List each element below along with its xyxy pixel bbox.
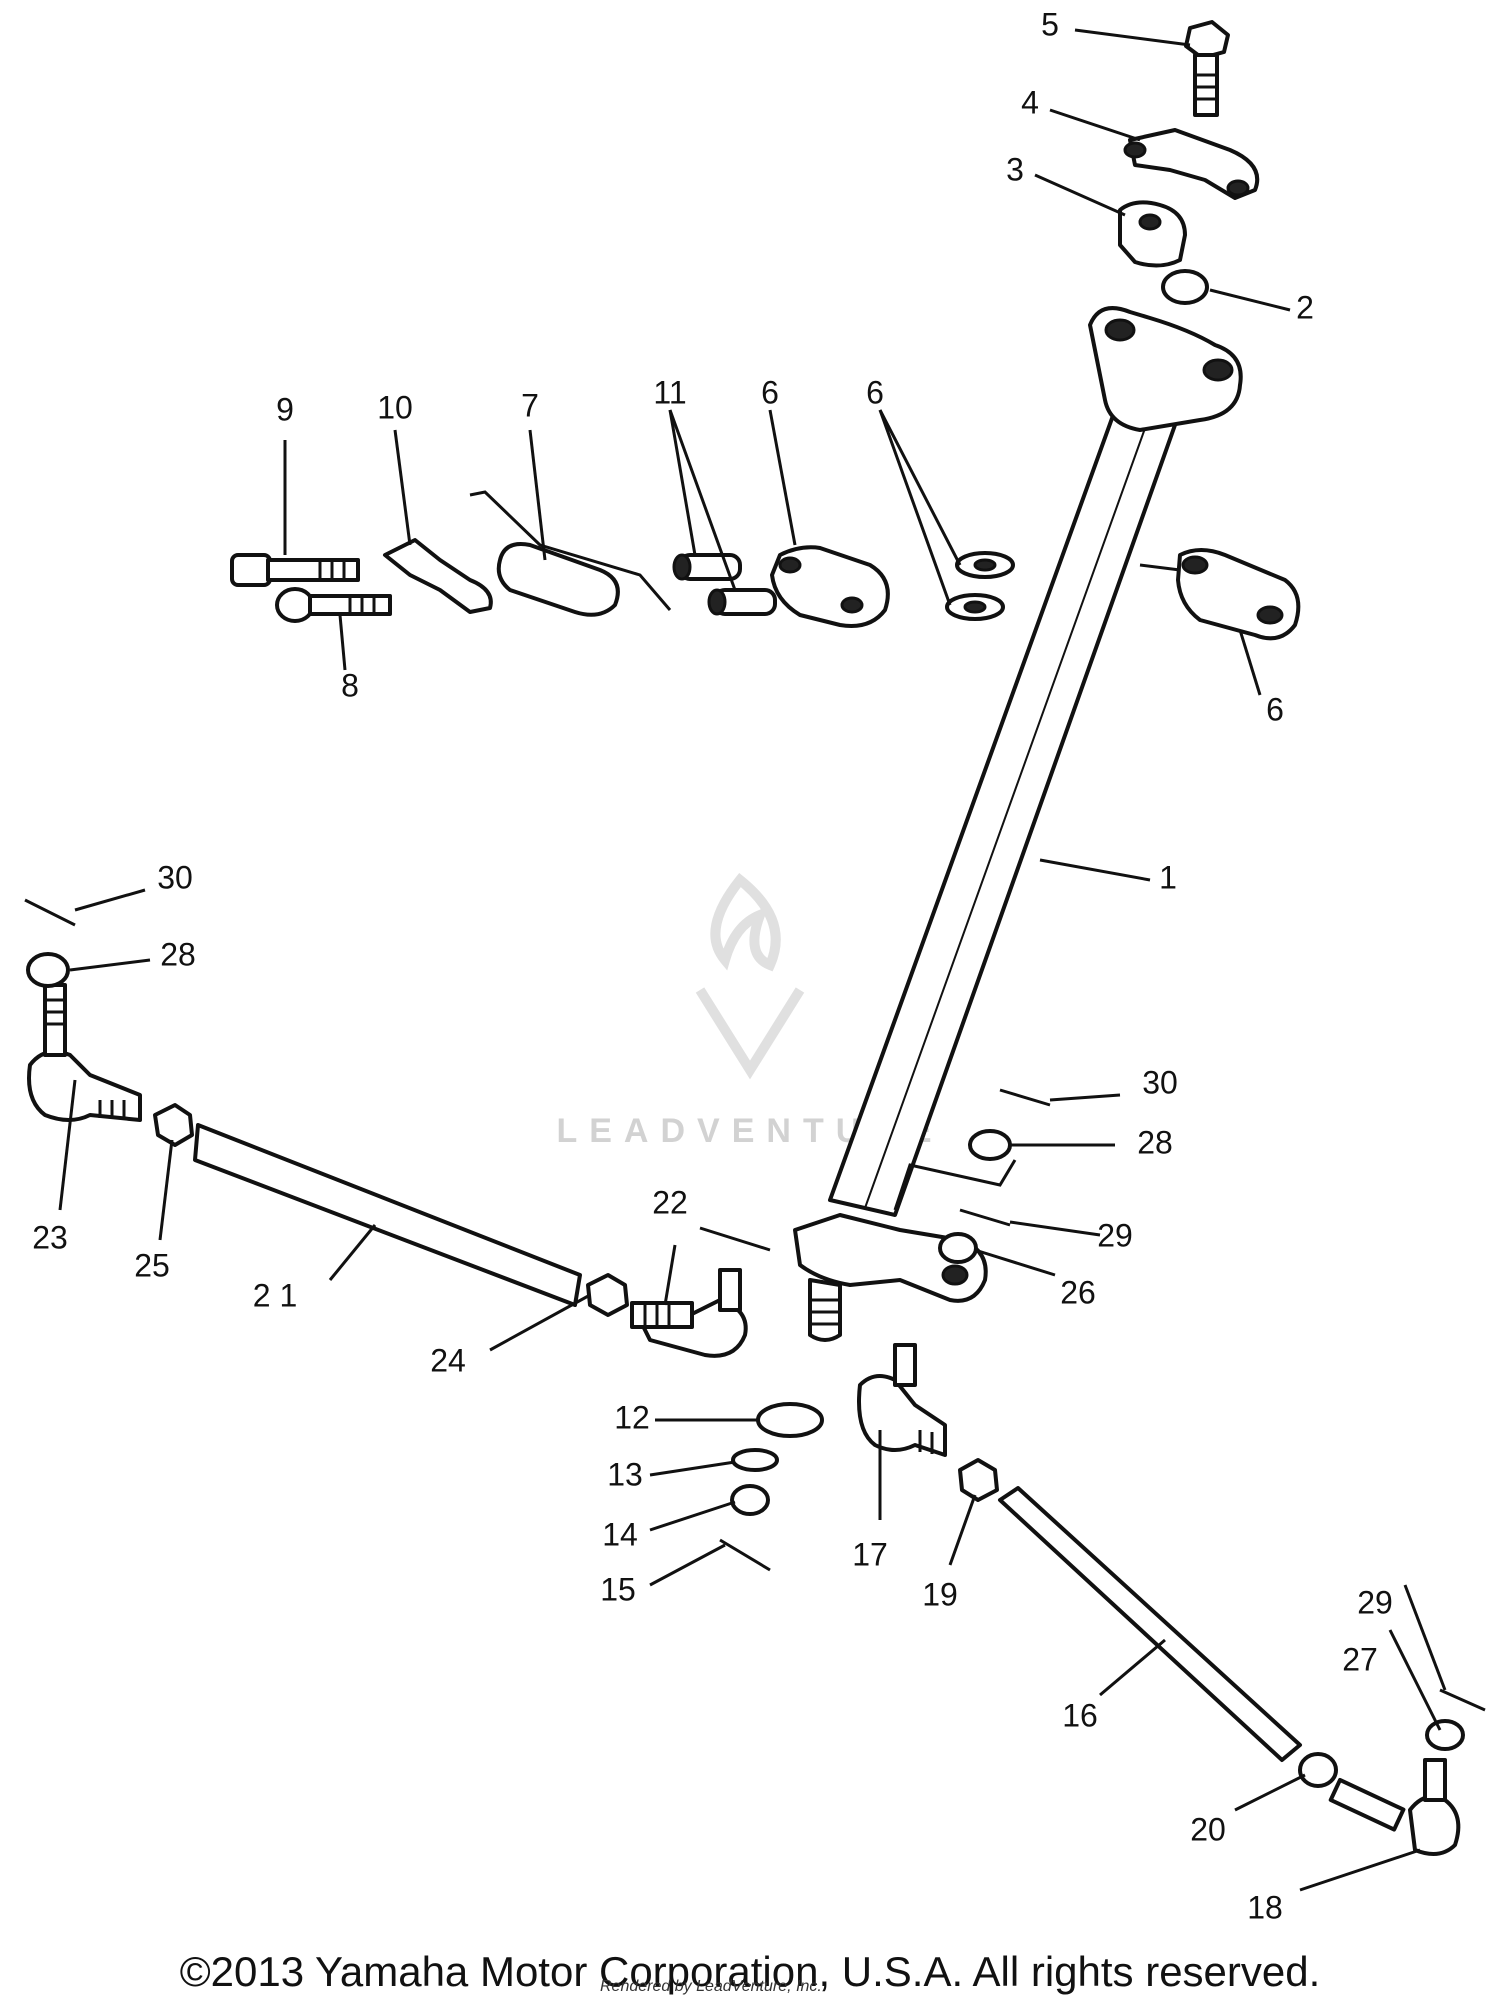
washer-14 [731,1448,779,1472]
callout-24: 23 [32,1219,68,1255]
lever-8-part [469,490,672,617]
tie-rod-end-18 [857,1343,947,1457]
tie-rod-end-19 [1328,1758,1461,1856]
nut-20 [958,1458,999,1502]
callout-27a: 26 [1060,1274,1096,1310]
callout-11: 10 [377,389,413,425]
callout-20: 19 [922,1576,958,1612]
callout-14: 13 [607,1456,643,1492]
steering-shaft-part [793,306,1243,1342]
callout-23: 22 [652,1184,688,1220]
holder-plate [1128,128,1260,200]
callout-21: 20 [1190,1811,1226,1847]
cotter-pin-29-right [1439,1688,1486,1712]
castle-nut-27-mid [938,1232,978,1264]
callout-6b: 6 [1266,691,1284,727]
callout-28b: 28 [1137,1124,1173,1160]
cotter-pin-29-mid [959,1208,1011,1227]
bracket-11 [383,538,493,614]
nut-21 [1298,1752,1338,1788]
castle-nut-27-right [1425,1719,1465,1751]
callout-17: 16 [1062,1697,1098,1733]
callout-16: 15 [600,1571,636,1607]
callout-10: 9 [276,391,294,427]
callout-18: 17 [852,1536,888,1572]
tie-rod-end-24 [27,983,142,1122]
cotter-pin-30-left [24,898,76,927]
bolt-9-part [275,587,392,623]
cotter-pin-30-right [999,1088,1051,1107]
v-logo-icon [695,987,805,1080]
callout-1: 1 [1159,859,1177,895]
callout-7: 6 [866,374,884,410]
callout-26: 25 [134,1247,170,1283]
rendered-by-note: Rendered by LeadVenture, Inc. [600,1978,822,1995]
callout-19: 18 [1247,1889,1283,1925]
callout-6a: 6 [761,374,779,410]
tie-rod-22-body [193,1123,582,1307]
bolt-5-part [1184,20,1230,117]
bushing-part [1161,269,1209,305]
callout-5: 5 [1041,6,1059,42]
callout-28a: 28 [160,936,196,972]
leader-lines [58,28,1447,1892]
castle-nut-28-right [968,1129,1012,1161]
callout-30b: 30 [1142,1064,1178,1100]
steering-shaft-stub [808,1278,842,1342]
callout-30a: 30 [157,859,193,895]
flame-logo-icon [710,872,781,972]
tie-rod-end-23 [630,1268,748,1358]
handlebar-upper-holder [1118,200,1187,268]
bolt-10-part [230,553,360,587]
nut-15 [730,1484,770,1516]
callout-15: 14 [602,1516,638,1552]
callout-3: 3 [1006,151,1024,187]
callout-22: 2 1 [253,1277,297,1313]
callout-2: 2 [1296,289,1314,325]
tie-rod-17 [998,1486,1302,1762]
callout-4: 4 [1021,84,1039,120]
callout-27b: 27 [1342,1641,1378,1677]
callout-9: 8 [341,667,359,703]
copyright-notice: ©2013 Yamaha Motor Corporation, U.S.A. A… [179,1948,1321,1995]
steering-shaft-tube [828,408,1177,1217]
cotter-pin-16 [719,1538,771,1572]
nut-25 [586,1273,629,1317]
washer-13 [756,1402,824,1438]
callout-numbers: 5 4 3 2 1 9 10 7 11 6 6 8 6 30 28 23 25 … [32,6,1393,1925]
callout-25: 24 [430,1342,466,1378]
castle-nut-28-left [26,952,70,988]
callout-29b: 29 [1357,1584,1393,1620]
nut-26 [153,1103,194,1147]
callout-12: 11 [653,374,686,410]
callout-29a: 29 [1097,1217,1133,1253]
callout-8: 7 [521,387,539,423]
callout-13: 12 [614,1399,650,1435]
